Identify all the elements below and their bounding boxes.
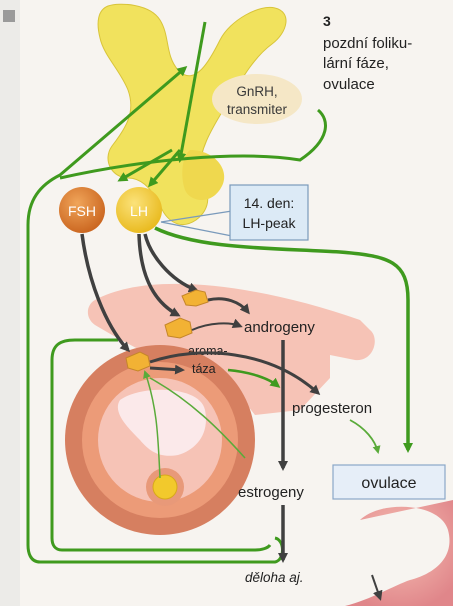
gnrh-line-2: transmiter bbox=[227, 102, 288, 117]
follicle bbox=[65, 345, 255, 535]
fsh-label: FSH bbox=[68, 203, 96, 219]
oocyte bbox=[153, 475, 177, 499]
aromatase-input-arrow bbox=[150, 368, 182, 370]
heading-line-3: ovulace bbox=[323, 76, 375, 93]
lh-peak-box bbox=[230, 185, 308, 240]
lh-sphere: LH bbox=[116, 187, 162, 233]
aromatase-line-2: táza bbox=[192, 362, 216, 376]
gnrh-line-1: GnRH, bbox=[236, 84, 277, 99]
ovulace-label: ovulace bbox=[361, 475, 416, 492]
lh-peak-line-2: LH-peak bbox=[243, 215, 297, 231]
left-margin-strip bbox=[0, 0, 20, 606]
margin-marker bbox=[3, 10, 15, 22]
target-label: děloha aj. bbox=[245, 570, 304, 585]
heading-number: 3 bbox=[323, 13, 331, 29]
aromatase-line-1: aroma- bbox=[188, 344, 228, 358]
heading-line-2: lární fáze, bbox=[323, 55, 389, 72]
ovulace-box: ovulace bbox=[333, 465, 445, 499]
lh-label: LH bbox=[130, 203, 148, 219]
estrogeny-label: estrogeny bbox=[238, 484, 304, 501]
fsh-sphere: FSH bbox=[59, 187, 105, 233]
gnrh-label: GnRH, transmiter bbox=[212, 74, 302, 124]
heading-line-1: pozdní foliku- bbox=[323, 35, 412, 52]
androgeny-label: androgeny bbox=[244, 319, 315, 336]
progesteron-label: progesteron bbox=[292, 400, 372, 417]
lh-peak-line-1: 14. den: bbox=[244, 195, 295, 211]
